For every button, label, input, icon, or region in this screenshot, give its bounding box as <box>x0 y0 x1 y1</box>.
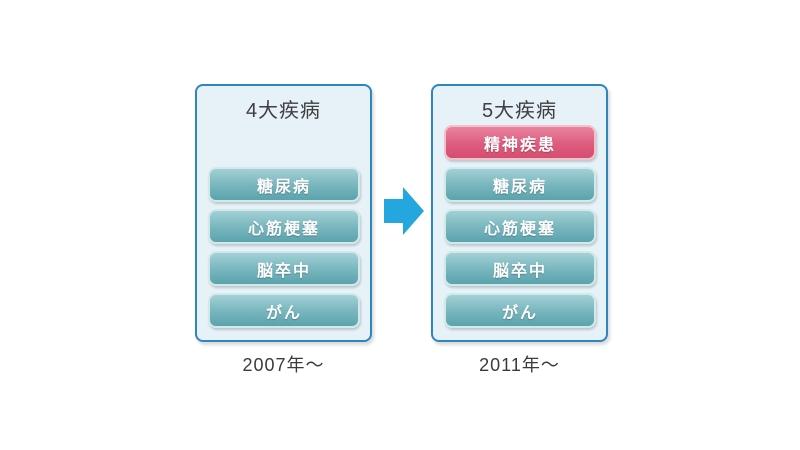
panel-title-4-diseases: 4大疾病 <box>245 100 322 122</box>
disease-pill: がん <box>444 293 596 328</box>
right-arrow-shape <box>384 187 424 235</box>
disease-pill-label: 心筋梗塞 <box>483 220 556 238</box>
panel-5-diseases: 5大疾病 精神疾患 糖尿病 心筋梗塞 脳卒中 がん <box>431 84 608 342</box>
disease-pill-highlight: 精神疾患 <box>444 125 596 160</box>
disease-pill: 糖尿病 <box>208 167 360 202</box>
disease-pill: 心筋梗塞 <box>208 209 360 244</box>
disease-pill: 脳卒中 <box>208 251 360 286</box>
disease-pill-label: がん <box>501 304 538 322</box>
caption-year-right: 2011年〜 <box>479 355 560 375</box>
panel-title-5-diseases: 5大疾病 <box>481 100 558 122</box>
right-arrow-icon <box>384 187 424 235</box>
disease-pill-label: 精神疾患 <box>483 136 556 154</box>
disease-pill-label: 脳卒中 <box>492 262 547 280</box>
disease-pill: 心筋梗塞 <box>444 209 596 244</box>
disease-pill-label: 心筋梗塞 <box>247 220 320 238</box>
caption-year-left: 2007年〜 <box>242 355 325 375</box>
disease-pill-label: 脳卒中 <box>256 262 311 280</box>
disease-pill-label: がん <box>265 304 302 322</box>
disease-pill: 脳卒中 <box>444 251 596 286</box>
disease-pill: 糖尿病 <box>444 167 596 202</box>
disease-pill: がん <box>208 293 360 328</box>
disease-pill-label: 糖尿病 <box>256 178 311 196</box>
disease-pill-label: 糖尿病 <box>492 178 547 196</box>
panel-4-diseases: 4大疾病 糖尿病 心筋梗塞 脳卒中 がん <box>195 84 372 342</box>
